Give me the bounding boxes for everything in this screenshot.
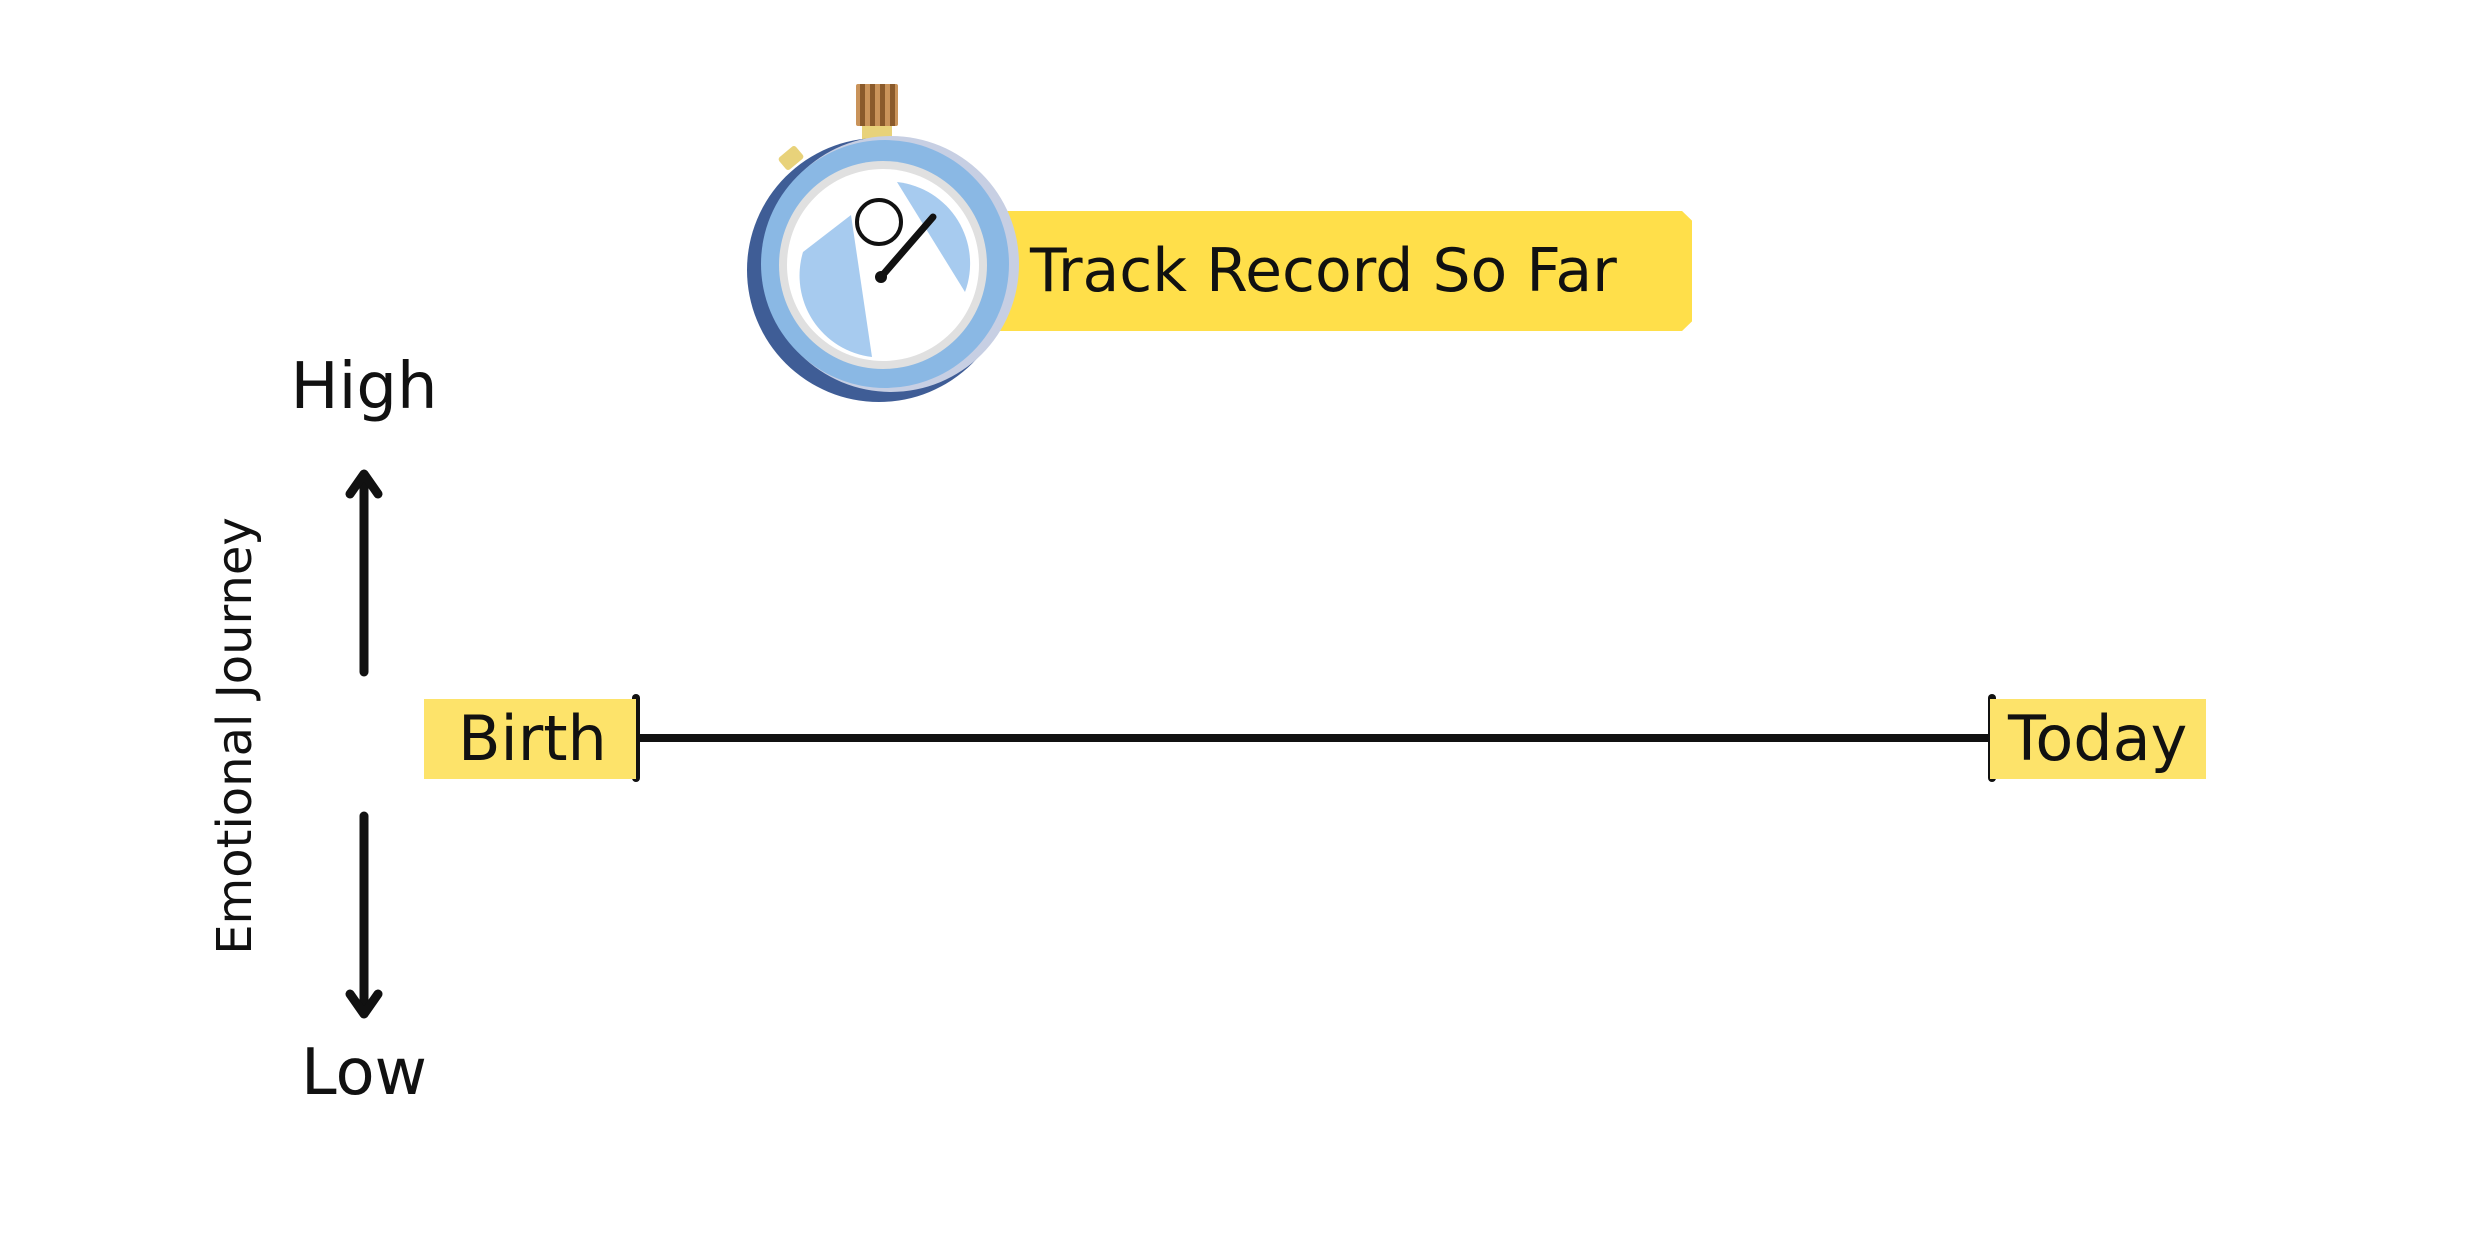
title-banner (980, 211, 1692, 331)
timeline-end-tag: Today (1990, 699, 2206, 779)
page-title: Track Record So Far (1030, 236, 1617, 306)
axis-label-high: High (290, 350, 438, 424)
axis-label-emotional-journey: Emotional Journey (207, 517, 263, 955)
arrow-up-icon (345, 469, 383, 677)
timeline-start-tag: Birth (424, 699, 636, 779)
stopwatch-icon (747, 84, 1019, 402)
arrow-down-icon (345, 811, 383, 1019)
timeline-line (632, 694, 1996, 782)
axis-label-low: Low (300, 1036, 428, 1110)
